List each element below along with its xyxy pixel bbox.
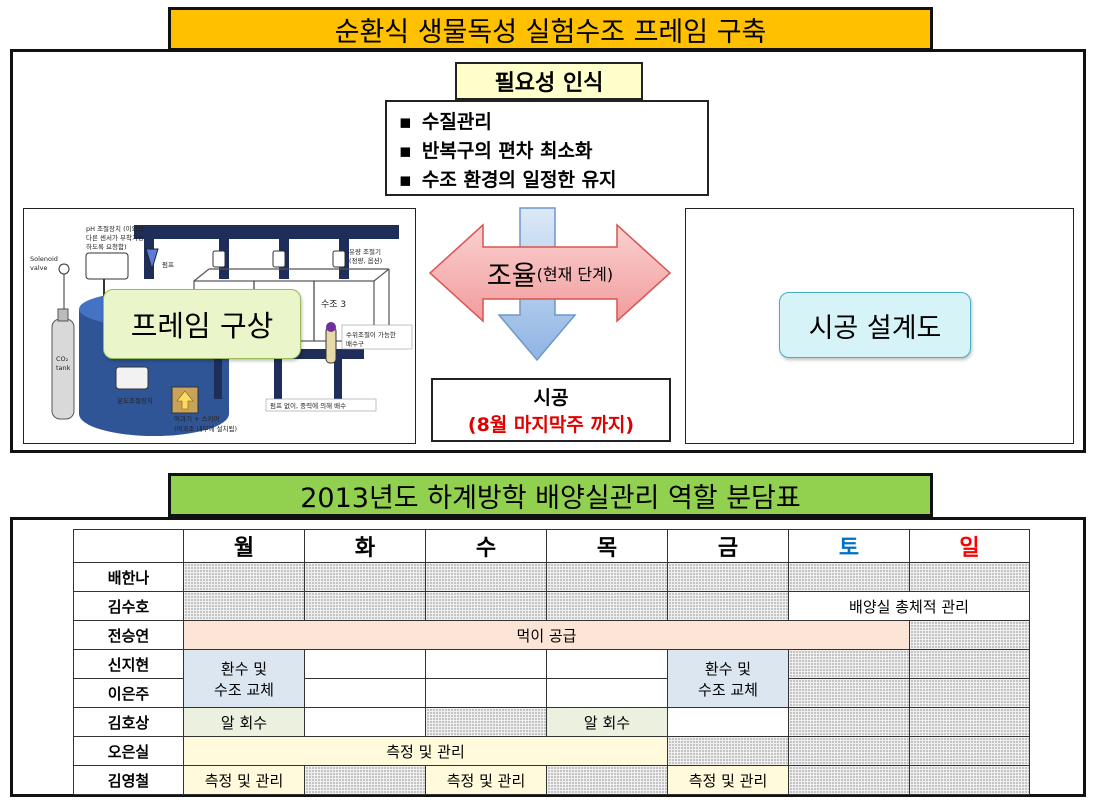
svg-text:펌프: 펌프 bbox=[162, 261, 174, 269]
temp-controller bbox=[115, 366, 149, 390]
bullet-box: 수질관리 반복구의 편차 최소화 수조 환경의 일정한 유지 bbox=[385, 100, 709, 196]
double-arrow-icon bbox=[428, 223, 672, 323]
svg-text:수위조절이 가능한: 수위조절이 가능한 bbox=[346, 330, 396, 339]
svg-text:(여과조 내부에 설치됨): (여과조 내부에 설치됨) bbox=[174, 424, 237, 433]
day-header: 화 bbox=[304, 529, 426, 563]
person-name: 이은주 bbox=[73, 678, 184, 708]
construction-box: 시공 (8월 마지막주 까지) bbox=[431, 378, 671, 442]
person-name: 김호상 bbox=[73, 707, 184, 737]
bullet-item: 수조 환경의 일정한 유지 bbox=[399, 166, 697, 195]
task-cell: 알 회수 bbox=[183, 707, 305, 737]
adjust-label: 조율(현재 단계) bbox=[486, 260, 614, 292]
pump-icon bbox=[145, 248, 159, 271]
day-header: 월 bbox=[183, 529, 305, 563]
svg-text:valve: valve bbox=[30, 264, 47, 272]
construction-title: 시공 bbox=[533, 387, 569, 409]
svg-text:CO₂: CO₂ bbox=[56, 355, 69, 363]
person-name: 전승연 bbox=[73, 620, 184, 650]
task-cell: 먹이 공급 bbox=[183, 620, 910, 650]
svg-text:배수구: 배수구 bbox=[346, 339, 364, 348]
construction-date: (8월 마지막주 까지) bbox=[467, 414, 635, 436]
day-header: 금 bbox=[667, 529, 789, 563]
top-title: 순환식 생물독성 실험수조 프레임 구축 bbox=[334, 16, 767, 48]
person-name: 김수호 bbox=[73, 591, 184, 621]
task-cell: 측정 및 관리 bbox=[667, 765, 789, 795]
task-cell: 측정 및 관리 bbox=[425, 765, 547, 795]
day-header: 수 bbox=[425, 529, 547, 563]
bullet-item: 수질관리 bbox=[399, 108, 697, 137]
svg-text:tank: tank bbox=[56, 364, 71, 372]
bullet-list: 수질관리 반복구의 편차 최소화 수조 환경의 일정한 유지 bbox=[387, 102, 707, 195]
svg-text:유량 조절기: 유량 조절기 bbox=[349, 247, 381, 256]
svg-text:다른 센서가 부착가능: 다른 센서가 부착가능 bbox=[86, 233, 144, 242]
svg-text:온도조절장치: 온도조절장치 bbox=[117, 396, 153, 405]
person-name: 오은실 bbox=[73, 736, 184, 766]
svg-text:하도록 요청함): 하도록 요청함) bbox=[86, 242, 126, 251]
frame-concept-label: 프레임 구상 bbox=[103, 289, 301, 359]
table-row: 김영철 측정 및 관리 측정 및 관리 측정 및 관리 bbox=[73, 765, 1030, 795]
adjust-arrows bbox=[428, 207, 672, 362]
person-name: 배한나 bbox=[73, 562, 184, 592]
svg-text:펌프 없이, 중력에 의해 배수: 펌프 없이, 중력에 의해 배수 bbox=[270, 401, 346, 410]
table-row: 전승연 먹이 공급 bbox=[73, 620, 1030, 650]
ph-controller bbox=[85, 252, 129, 280]
schedule-table: 월 화 수 목 금 토 일 배한나 김수호 배양실 총체적 관리 전승연 먹이 … bbox=[73, 529, 1030, 795]
table-row: 김호상 알 회수 알 회수 bbox=[73, 707, 1030, 737]
top-title-banner: 순환식 생물독성 실험수조 프레임 구축 bbox=[168, 7, 933, 51]
day-header-sunday: 일 bbox=[909, 529, 1030, 563]
task-cell: 측정 및 관리 bbox=[183, 765, 305, 795]
task-cell: 측정 및 관리 bbox=[183, 736, 668, 766]
necessity-box: 필요성 인식 bbox=[455, 62, 643, 100]
bullet-item: 반복구의 편차 최소화 bbox=[399, 137, 697, 166]
table-row: 이은주 bbox=[73, 678, 1030, 708]
task-cell: 배양실 총체적 관리 bbox=[788, 591, 1030, 621]
svg-text:Solenoid: Solenoid bbox=[30, 255, 58, 263]
table-row: 김수호 배양실 총체적 관리 bbox=[73, 591, 1030, 621]
svg-text:여과기 + 스키머: 여과기 + 스키머 bbox=[174, 414, 219, 423]
design-drawing-label: 시공 설계도 bbox=[779, 292, 971, 358]
table-row: 오은실 측정 및 관리 bbox=[73, 736, 1030, 766]
table-row: 배한나 bbox=[73, 562, 1030, 592]
top-pipe bbox=[134, 225, 399, 239]
day-header: 목 bbox=[546, 529, 668, 563]
person-name: 신지현 bbox=[73, 649, 184, 679]
task-cell: 알 회수 bbox=[546, 707, 668, 737]
ph-label: pH 조절장치 (이외의 bbox=[86, 224, 144, 233]
bottom-title: 2013년도 하계방학 배양실관리 역할 분담표 bbox=[300, 482, 801, 514]
bottom-title-banner: 2013년도 하계방학 배양실관리 역할 분담표 bbox=[168, 473, 933, 517]
svg-text:(정량, 옵션): (정량, 옵션) bbox=[349, 256, 382, 265]
person-name: 김영철 bbox=[73, 765, 184, 795]
necessity-title: 필요성 인식 bbox=[494, 71, 604, 96]
table-header-row: 월 화 수 목 금 토 일 bbox=[73, 529, 1030, 563]
day-header-saturday: 토 bbox=[788, 529, 910, 563]
svg-text:수조 3: 수조 3 bbox=[321, 299, 346, 310]
